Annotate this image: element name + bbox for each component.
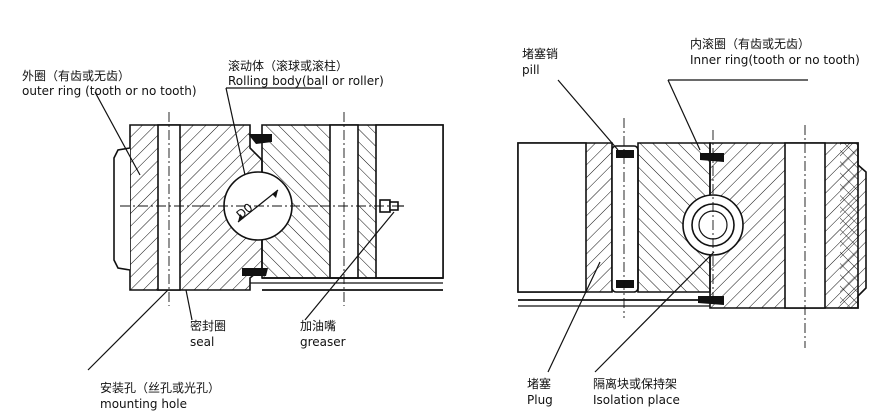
plug-pill <box>611 145 639 293</box>
outer-ring-label-cn: 外圈（有齿或无齿） <box>22 69 130 83</box>
right-bearing-section <box>517 79 867 373</box>
isolation-label-cn: 隔离块或保持架 <box>593 376 677 391</box>
right-labels: 堵塞销 pill 内滚圈（有齿或无齿） Inner ring(tooth or … <box>522 36 860 407</box>
rolling-body-label-cn: 滚动体（滚球或滚柱） <box>228 58 348 73</box>
plug-label-cn: 堵塞 <box>527 376 551 391</box>
left-bearing-section: D0 <box>87 87 444 371</box>
rolling-body-label-en: Rolling body(ball or roller) <box>228 74 384 88</box>
seal-label-cn: 密封圈 <box>190 318 226 333</box>
isolation-label-en: Isolation place <box>593 393 680 407</box>
seal-label-en: seal <box>190 335 214 349</box>
plug-label-en: Plug <box>527 393 553 407</box>
bottom-seal <box>242 268 268 276</box>
pill-label-cn: 堵塞销 <box>522 46 558 61</box>
pill-label-en: pill <box>522 63 540 77</box>
inner-ring-label-en: Inner ring(tooth or no tooth) <box>690 53 860 67</box>
greaser-label-en: greaser <box>300 335 346 349</box>
mounting-hole-label-en: mounting hole <box>100 397 187 411</box>
right-bottom-seal <box>698 296 724 305</box>
outer-ring-label-en: outer ring (tooth or no tooth) <box>22 84 197 98</box>
top-seal <box>248 134 272 144</box>
left-labels: 外圈（有齿或无齿） outer ring (tooth or no tooth)… <box>22 58 384 411</box>
greaser-label-cn: 加油嘴 <box>300 319 336 333</box>
right-top-seal <box>700 153 724 162</box>
inner-ring-label-cn: 内滚圈（有齿或无齿） <box>690 36 810 51</box>
mounting-hole-label-cn: 安装孔（丝孔或光孔） <box>100 380 220 395</box>
inner-mounting-hole <box>329 124 359 279</box>
outer-ring-tooth <box>113 147 131 271</box>
